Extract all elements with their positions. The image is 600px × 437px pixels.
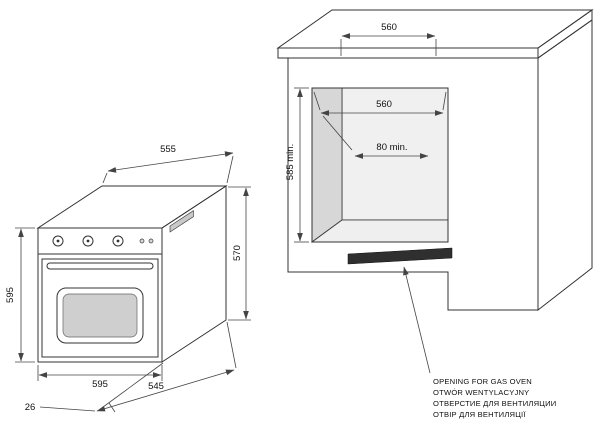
oven-top-face: [36, 185, 228, 229]
oven-dim-front-width-label: 595: [92, 379, 108, 390]
vent-slot: [347, 247, 453, 265]
cabinet-dim-niche-height-label: 585 min.: [285, 144, 296, 180]
oven-dim-side-height: [228, 186, 251, 321]
vent-note-ru: ОТВЕРСТИЕ ДЛЯ ВЕНТИЛЯЦИИ: [433, 399, 556, 408]
cabinet-dim-counter-width: [340, 33, 437, 56]
cabinet-dim-vent-clearance-label: 80 min.: [376, 142, 407, 153]
cabinet-dimensions: 560 560 80 min. 585 min.: [285, 22, 447, 243]
niche-back-panel: [341, 87, 449, 221]
cabinet-dim-niche-width-label: 560: [376, 99, 392, 110]
oven-dim-body-depth-label: 545: [148, 381, 164, 392]
oven-door: [41, 258, 159, 358]
side-vent-slot: [169, 210, 194, 233]
oven-dim-front-height: [15, 227, 35, 363]
vent-note-pl: OTWÓR WENTYLACYJNY: [433, 388, 529, 397]
niche-opening-outline: [311, 87, 449, 243]
oven-dim-body-depth: [96, 321, 237, 413]
oven-niche: [310, 87, 449, 243]
control-knobs: [52, 235, 154, 247]
countertop-front-edge: [277, 47, 539, 59]
oven-side-face: [161, 185, 227, 363]
oven-dim-top-width: [102, 151, 234, 184]
oven-dim-door-offset-label: 26: [25, 402, 36, 413]
door-window-frame: [56, 287, 144, 344]
door-window-glass: [62, 293, 138, 338]
door-handle: [46, 262, 154, 270]
countertop-right-edge: [537, 9, 593, 59]
oven-dim-top-width-label: 555: [160, 144, 176, 155]
niche-left-wall: [311, 87, 343, 243]
cabinet-drawing: [276, 9, 594, 312]
cabinet-right-side: [537, 19, 593, 312]
cabinet-dim-niche-width: [313, 91, 447, 116]
cabinet-dim-counter-width-label: 560: [381, 22, 397, 33]
cabinet-dim-vent-clearance: [322, 115, 429, 159]
oven-drawing: [36, 185, 228, 363]
oven-dim-front-height-label: 595: [5, 287, 16, 303]
countertop-top: [276, 9, 594, 49]
vent-annotation: OPENING FOR GAS OVEN OTWÓR WENTYLACYJNY …: [403, 266, 556, 419]
oven-dim-side-height-label: 570: [232, 245, 243, 261]
cabinet-dim-niche-height: [294, 87, 309, 243]
oven-dim-door-offset: [39, 406, 96, 412]
vent-note-uk: ОТВІР ДЛЯ ВЕНТИЛЯЦІЇ: [433, 410, 526, 419]
oven-front-face: [37, 227, 163, 363]
vent-note-en: OPENING FOR GAS OVEN: [433, 377, 532, 386]
vent-leader-arrow: [403, 266, 431, 374]
oven-dimensions: 555 595 570 595 545: [5, 144, 251, 413]
